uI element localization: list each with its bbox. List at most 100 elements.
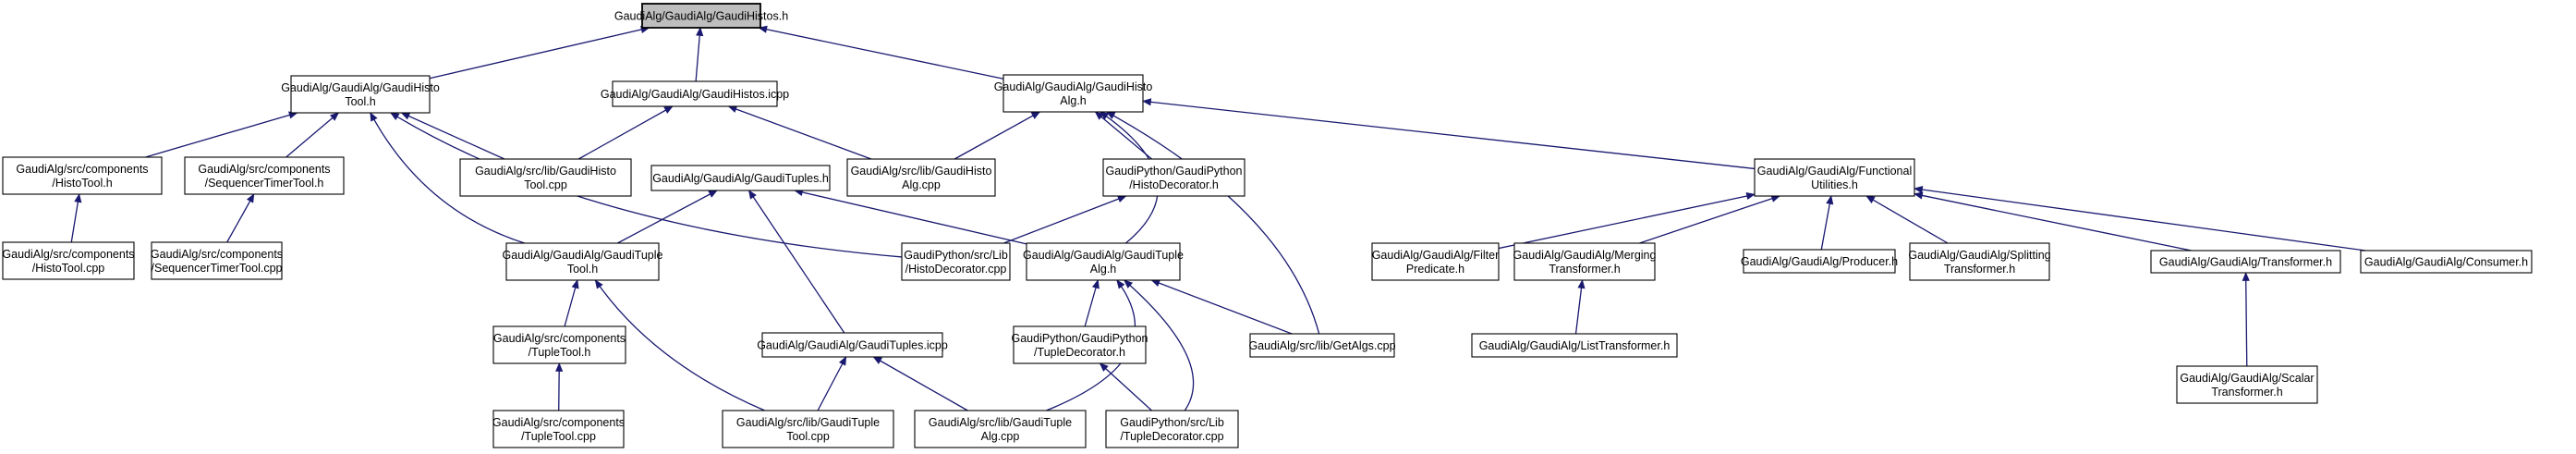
file-node-box[interactable] bbox=[2176, 365, 2318, 404]
file-node-box[interactable] bbox=[722, 410, 894, 448]
graph-node-comp_seqtimer_h[interactable]: GaudiAlg/src/components/SequencerTimerTo… bbox=[184, 156, 345, 195]
edge-lib_histotool_cpp-to-histos_icpp bbox=[577, 105, 674, 160]
edge-comp_histotool_h-to-histotool_h bbox=[145, 111, 298, 158]
edge-listtrans_h-to-merging_h bbox=[1574, 279, 1586, 335]
edge-lib_tupletool_cpp-to-tuples_icpp bbox=[817, 356, 847, 411]
edge-comp_seqtimer_cpp-to-comp_seqtimer_h bbox=[226, 193, 255, 243]
edge-py_tupledec_cpp-to-py_tupledec_h bbox=[1099, 362, 1152, 411]
file-node-box[interactable] bbox=[612, 80, 778, 107]
file-node-box[interactable] bbox=[505, 242, 660, 281]
edge-py_tupledec_cpp-to-tuplealg_h bbox=[1124, 279, 1195, 411]
graph-node-listtrans_h[interactable]: GaudiAlg/GaudiAlg/ListTransformer.h bbox=[1471, 333, 1678, 358]
graph-node-comp_tupletool_h[interactable]: GaudiAlg/src/components/TupleTool.h bbox=[492, 325, 626, 364]
edge-producer_h-to-functional_h bbox=[1820, 195, 1834, 251]
edge-scalartrans_h-to-transformer_h bbox=[2242, 272, 2250, 367]
file-node-box[interactable] bbox=[761, 332, 943, 358]
graph-node-comp_seqtimer_cpp[interactable]: GaudiAlg/src/components/SequencerTimerTo… bbox=[151, 241, 283, 280]
file-node-box[interactable] bbox=[1249, 333, 1395, 358]
graph-node-transformer_h[interactable]: GaudiAlg/GaudiAlg/Transformer.h bbox=[2150, 250, 2341, 274]
file-node-box[interactable] bbox=[650, 165, 831, 191]
file-node-box[interactable] bbox=[1105, 410, 1239, 448]
graph-node-consumer_h[interactable]: GaudiAlg/GaudiAlg/Consumer.h bbox=[2360, 250, 2533, 274]
file-node-box[interactable] bbox=[1002, 74, 1144, 113]
file-node-box[interactable] bbox=[2360, 250, 2533, 274]
edge-py_histodec_h-to-histoalg_h bbox=[1094, 111, 1152, 160]
edge-merging_h-to-functional_h bbox=[1639, 194, 1780, 244]
edge-py_tupledec_h-to-tuplealg_h bbox=[1084, 279, 1100, 327]
file-node-box[interactable] bbox=[2, 156, 163, 195]
edge-comp_tupletool_h-to-tupletool_h bbox=[564, 279, 579, 327]
edge-tupletool_h-to-histotool_h bbox=[370, 112, 525, 244]
graph-node-histos_icpp[interactable]: GaudiAlg/GaudiAlg/GaudiHistos.icpp bbox=[601, 80, 789, 107]
file-node-box[interactable] bbox=[846, 158, 996, 197]
node-layer: GaudiAlg/GaudiAlg/GaudiHistos.hGaudiAlg/… bbox=[2, 3, 2533, 448]
edge-splitting_h-to-functional_h bbox=[1865, 195, 1949, 244]
graph-node-comp_histotool_cpp[interactable]: GaudiAlg/src/components/HistoTool.cpp bbox=[2, 241, 135, 280]
graph-node-histos_h[interactable]: GaudiAlg/GaudiAlg/GaudiHistos.h bbox=[614, 3, 788, 29]
root-file-node-box[interactable] bbox=[641, 3, 761, 29]
edge-functional_h-to-histoalg_h bbox=[1142, 98, 1756, 170]
edge-py_histodec_cpp-to-py_histodec_h bbox=[1003, 195, 1127, 244]
edge-comp_tupletool_cpp-to-comp_tupletool_h bbox=[555, 362, 564, 411]
edge-lib_tupletool_cpp-to-tupletool_h bbox=[594, 279, 765, 411]
file-node-box[interactable] bbox=[1754, 158, 1915, 197]
file-node-box[interactable] bbox=[492, 325, 626, 364]
graph-node-comp_histotool_h[interactable]: GaudiAlg/src/components/HistoTool.h bbox=[2, 156, 163, 195]
file-node-box[interactable] bbox=[2150, 250, 2341, 274]
graph-node-tuples_icpp[interactable]: GaudiAlg/GaudiAlg/GaudiTuples.icpp bbox=[757, 332, 948, 358]
graph-node-producer_h[interactable]: GaudiAlg/GaudiAlg/Producer.h bbox=[1741, 249, 1898, 274]
file-node-box[interactable] bbox=[1371, 242, 1500, 281]
file-node-box[interactable] bbox=[1102, 158, 1245, 197]
edge-getalgs_cpp-to-tuplealg_h bbox=[1150, 279, 1293, 335]
file-node-box[interactable] bbox=[1026, 242, 1181, 281]
edge-transformer_h-to-functional_h bbox=[1914, 191, 2192, 252]
graph-node-tuples_h[interactable]: GaudiAlg/GaudiAlg/GaudiTuples.h bbox=[650, 165, 831, 191]
graph-node-py_tupledec_cpp[interactable]: GaudiPython/src/Lib/TupleDecorator.cpp bbox=[1105, 410, 1239, 448]
file-node-box[interactable] bbox=[492, 410, 625, 448]
graph-node-py_histodec_h[interactable]: GaudiPython/GaudiPython/HistoDecorator.h bbox=[1102, 158, 1245, 197]
graph-node-getalgs_cpp[interactable]: GaudiAlg/src/lib/GetAlgs.cpp bbox=[1248, 333, 1396, 358]
edge-comp_histotool_cpp-to-comp_histotool_h bbox=[70, 193, 82, 243]
edge-lib_histoalg_cpp-to-histos_icpp bbox=[727, 105, 872, 160]
graph-node-py_histodec_cpp[interactable]: GaudiPython/src/Lib/HistoDecorator.cpp bbox=[901, 242, 1011, 281]
file-node-box[interactable] bbox=[151, 241, 283, 280]
file-node-box[interactable] bbox=[184, 156, 345, 195]
file-node-box[interactable] bbox=[1013, 325, 1147, 364]
file-node-box[interactable] bbox=[901, 242, 1011, 281]
edge-getalgs_cpp-to-histoalg_h bbox=[1105, 111, 1320, 335]
edge-comp_seqtimer_h-to-histotool_h bbox=[286, 112, 340, 158]
file-node-box[interactable] bbox=[1513, 242, 1656, 281]
edge-py_histodec_cpp-to-histotool_h bbox=[390, 112, 903, 258]
edge-histotool_h-to-histos_h bbox=[429, 25, 650, 80]
file-node-box[interactable] bbox=[914, 410, 1087, 448]
file-node-box[interactable] bbox=[1743, 249, 1896, 274]
file-node-box[interactable] bbox=[290, 75, 431, 114]
edge-tuplealg_h-to-tuples_h bbox=[794, 188, 1027, 245]
file-node-box[interactable] bbox=[1909, 242, 2050, 281]
file-node-box[interactable] bbox=[2, 241, 135, 280]
edge-histoalg_h-to-histos_h bbox=[758, 25, 1004, 80]
file-node-box[interactable] bbox=[459, 158, 632, 197]
graph-node-comp_tupletool_cpp[interactable]: GaudiAlg/src/components/TupleTool.cpp bbox=[492, 410, 625, 448]
graph-node-py_tupledec_h[interactable]: GaudiPython/GaudiPython/TupleDecorator.h bbox=[1011, 325, 1148, 364]
edge-lib_histoalg_cpp-to-histoalg_h bbox=[954, 111, 1041, 160]
file-node-box[interactable] bbox=[1471, 333, 1678, 358]
edge-tuples_icpp-to-tuples_h bbox=[748, 190, 845, 334]
edge-lib_tuplealg_cpp-to-tuples_icpp bbox=[872, 356, 968, 411]
edge-histos_icpp-to-histos_h bbox=[695, 27, 704, 82]
